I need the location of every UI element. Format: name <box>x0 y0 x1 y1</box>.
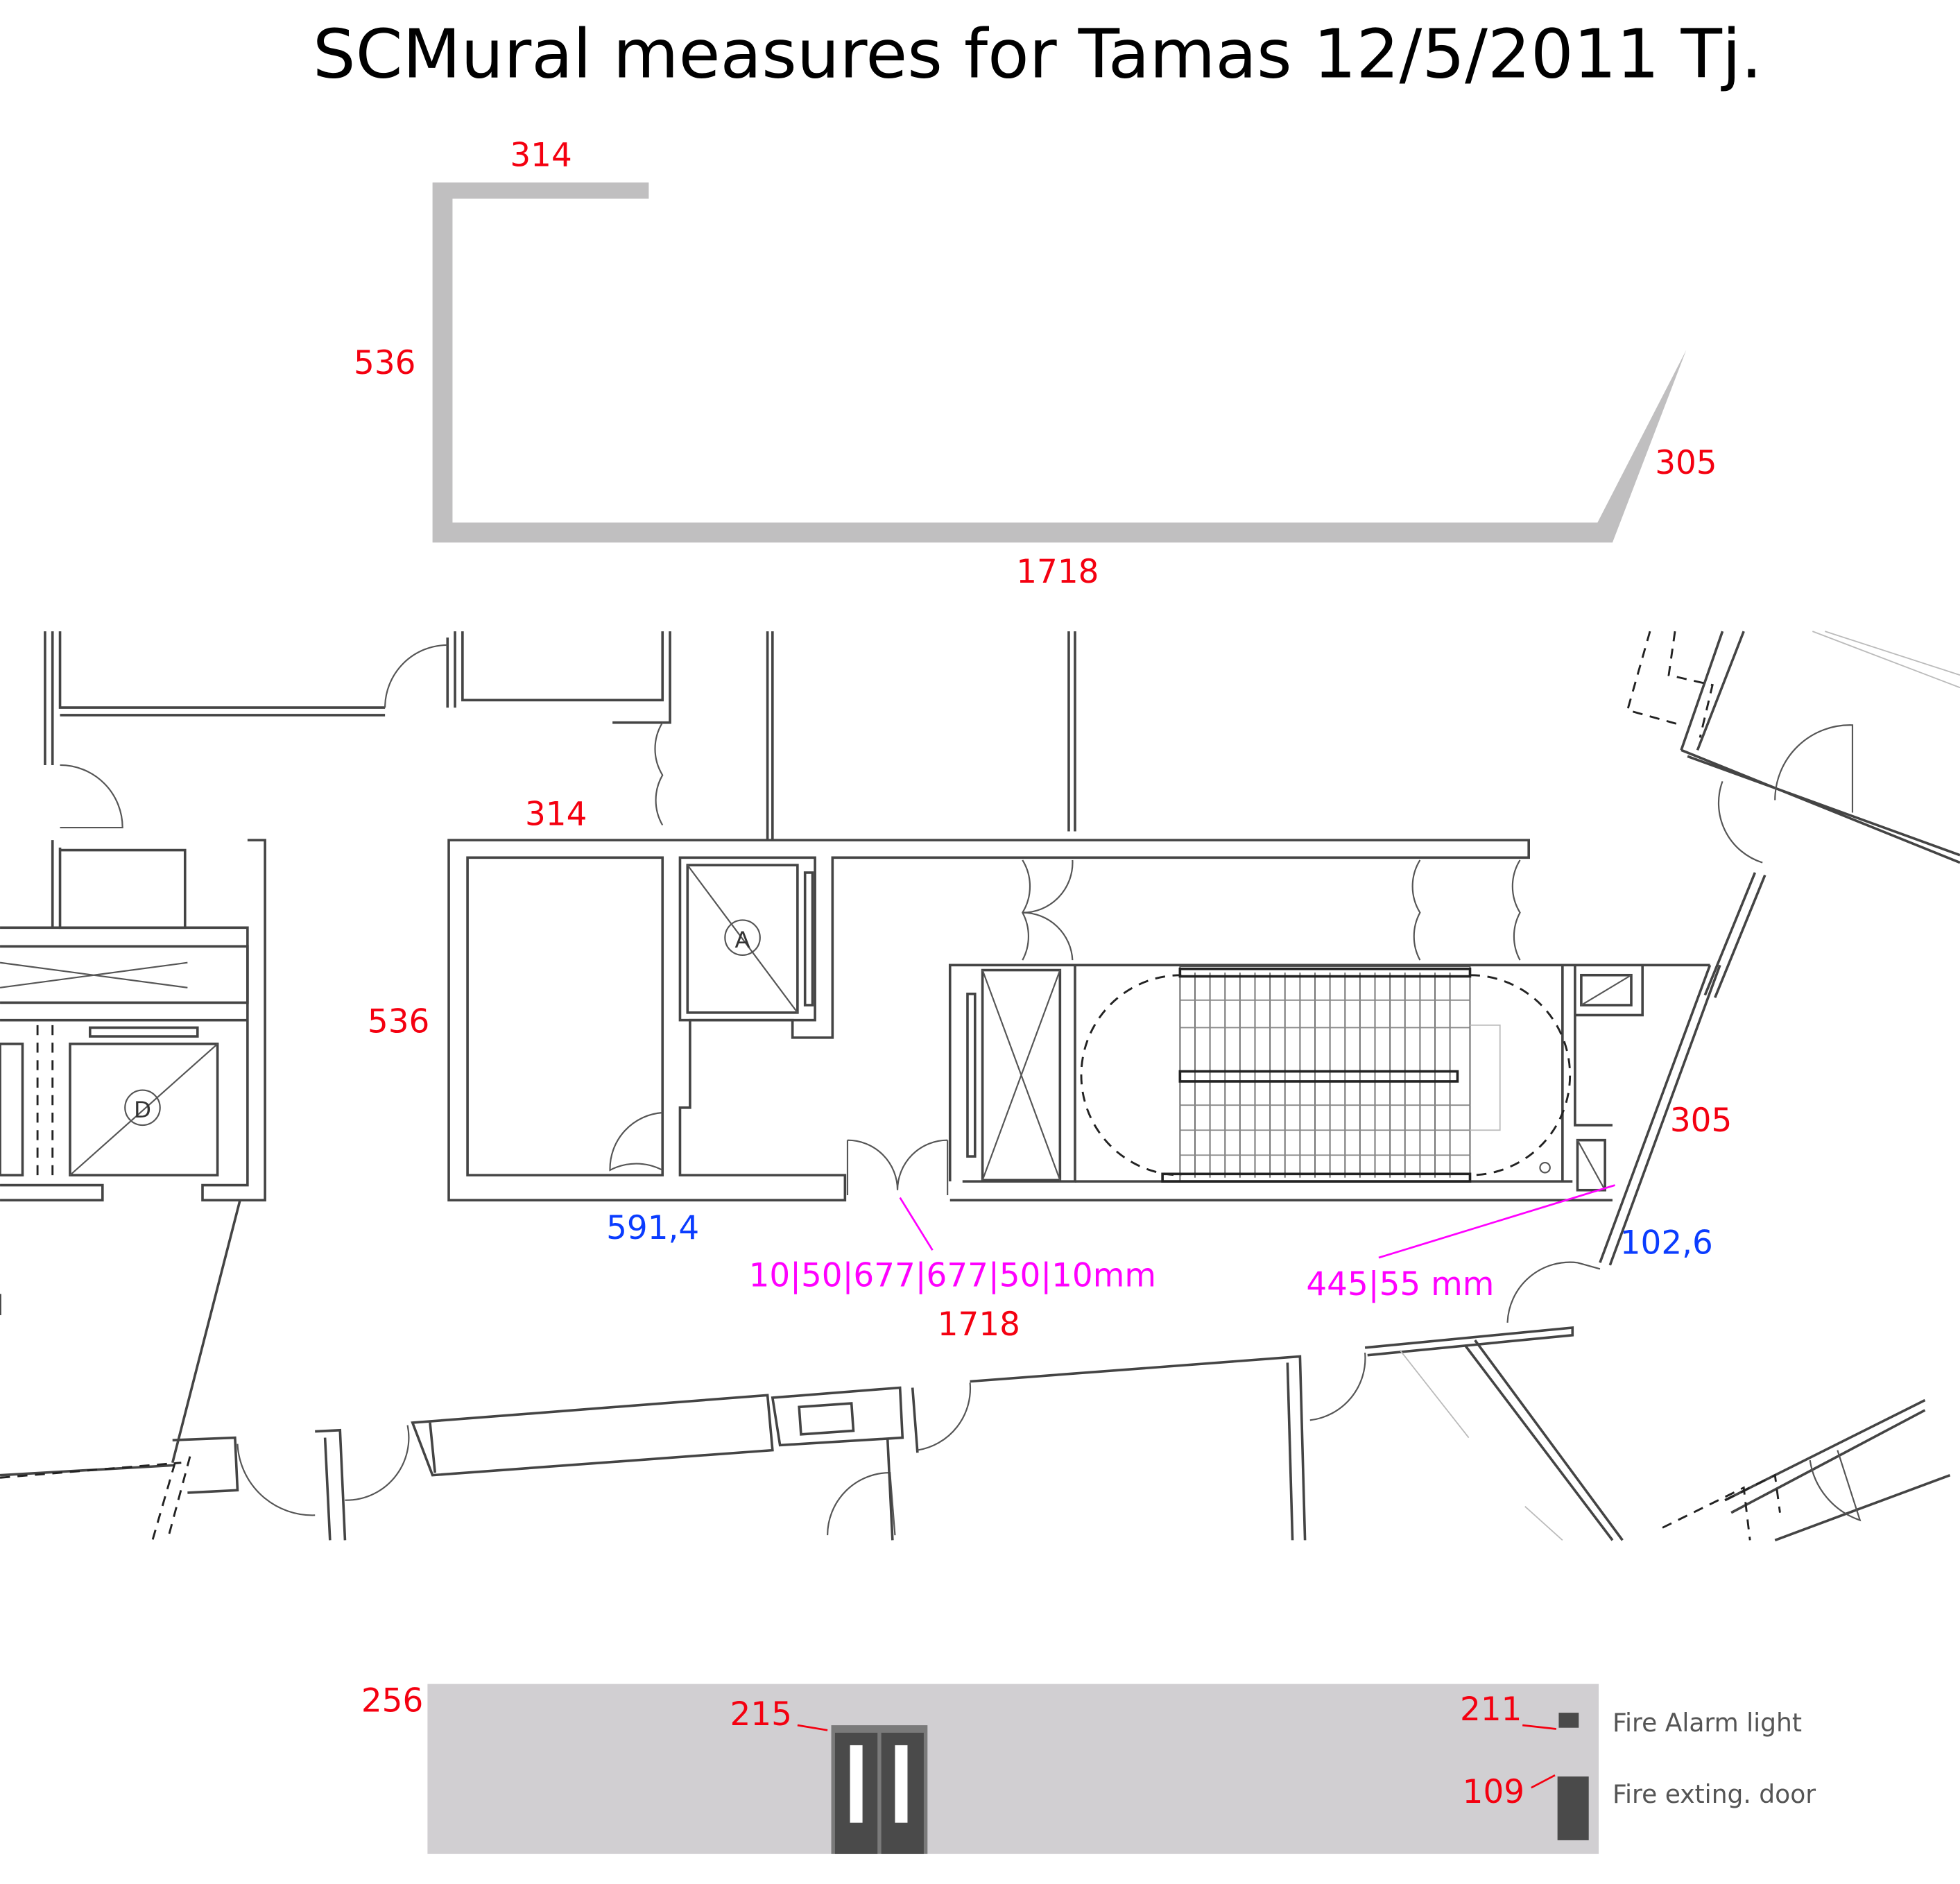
double-door <box>831 1725 928 1854</box>
fire-alarm-light <box>1558 1713 1579 1728</box>
lift-d-label: D <box>134 1097 151 1123</box>
fire-extinguisher-door <box>1557 1776 1589 1840</box>
outline-bottom-dimension: 1718 <box>1016 554 1099 591</box>
plan-right-dimension: 305 <box>1670 1102 1732 1140</box>
plan-right-blue-dimension: 102,6 <box>1620 1225 1713 1262</box>
outline-top-dimension: 314 <box>510 137 571 175</box>
ext-height-dimension: 109 <box>1463 1774 1524 1811</box>
outline-right-dimension: 305 <box>1655 445 1717 482</box>
alarm-height-dimension: 211 <box>1460 1691 1522 1729</box>
plan-top-dimension: 314 <box>525 796 587 833</box>
door-spec-leader <box>899 1197 934 1251</box>
outline-left-dimension: 536 <box>354 345 415 382</box>
wall-elevation <box>427 1684 1599 1854</box>
lift-a-label: A <box>734 927 750 953</box>
floor-plan: D A <box>0 631 1960 1542</box>
page-title: SCMural measures for Tamas 12/5/2011 Tj. <box>313 15 1762 94</box>
wall-outline <box>432 182 1687 543</box>
ext-spec-leader <box>1378 1184 1615 1259</box>
fire-alarm-label: Fire Alarm light <box>1613 1709 1802 1738</box>
plan-left-dimension: 536 <box>368 1004 429 1041</box>
plan-bottom-dimension: 1718 <box>938 1306 1020 1344</box>
door-spec-label: 10|50|677|677|50|10mm <box>749 1258 1156 1295</box>
stair-treads <box>1180 973 1470 1178</box>
elevation-height-dimension: 256 <box>361 1682 423 1720</box>
fire-exting-label: Fire exting. door <box>1613 1781 1816 1809</box>
door-height-dimension: 215 <box>730 1696 792 1733</box>
plan-bottom-left-blue-dimension: 591,4 <box>606 1210 699 1247</box>
ext-spec-label: 445|55 mm <box>1306 1266 1494 1303</box>
